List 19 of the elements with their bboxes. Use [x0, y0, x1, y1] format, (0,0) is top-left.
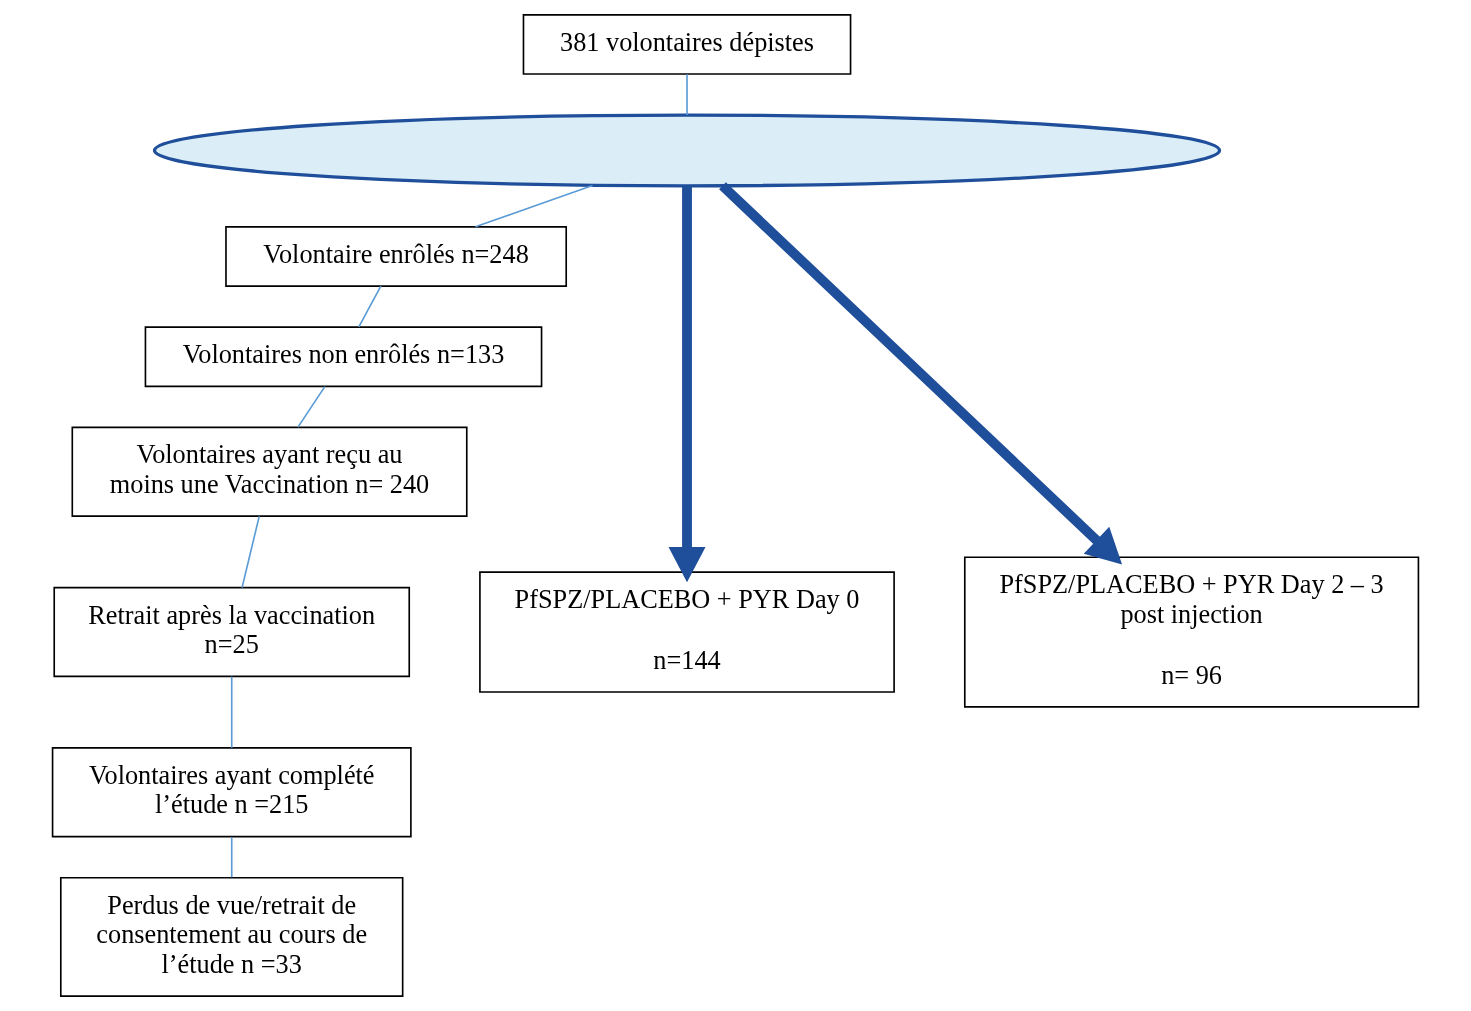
arrow [668, 186, 706, 583]
connector [241, 515, 261, 589]
node-box: Volontaires non enrôlés n=133 [144, 326, 543, 388]
connector [474, 184, 594, 228]
connector [230, 675, 233, 749]
node-box: Volontaires ayant complété l’étude n =215 [51, 747, 412, 838]
node-box: Volontaire enrôlés n=248 [225, 226, 568, 287]
node-box: Perdus de vue/retrait de consentement au cours de l’étude n =33 [59, 876, 404, 997]
connector [230, 836, 233, 879]
connector [686, 73, 688, 116]
node-ellipse [152, 113, 1222, 188]
node-box: PfSPZ/PLACEBO + PYR Day 0 n=144 [479, 571, 895, 693]
node-box: Retrait après la vaccination n=25 [53, 586, 411, 678]
node-box: PfSPZ/PLACEBO + PYR Day 2 – 3 post injection n= 96 [963, 556, 1420, 708]
node-box: 381 volontaires dépistes [522, 14, 852, 75]
connector [297, 385, 326, 428]
connector [358, 285, 382, 328]
node-box: Volontaires ayant reçu au moins une Vaccination n= 240 [71, 426, 468, 517]
arrow [719, 182, 1123, 565]
